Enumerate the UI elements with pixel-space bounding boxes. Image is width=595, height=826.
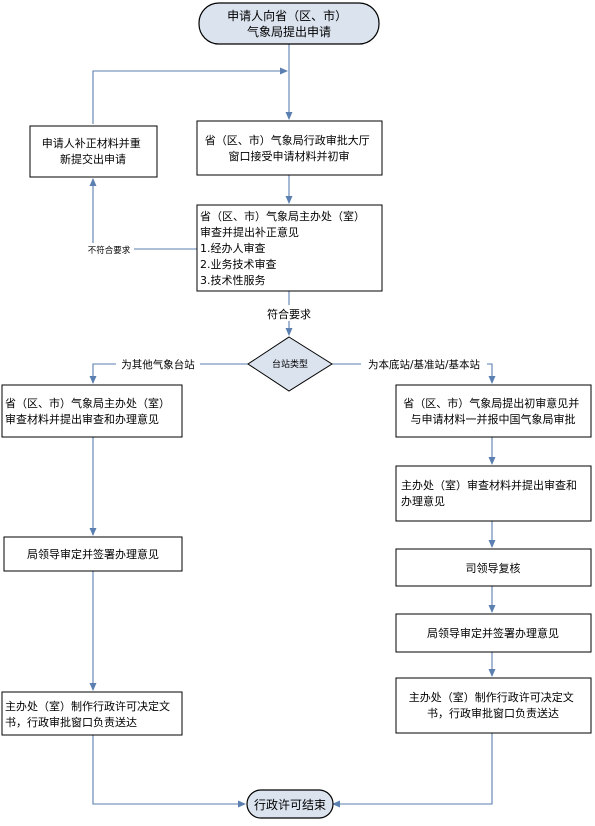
node-left-issue-line-2: 书，行政审批窗口负责送达	[5, 715, 137, 729]
node-accept-line-2: 窗口接受申请材料并初审	[229, 149, 350, 163]
edge-review-to-resubmit	[89, 178, 197, 250]
node-review-line-1: 省（区、市）气象局主办处（室）	[200, 209, 365, 223]
node-resubmit-line-2: 新提交出申请	[60, 152, 126, 166]
node-right-director: 司领导复核	[395, 548, 592, 587]
node-start-line-2: 气象局提出申请	[247, 24, 331, 39]
node-left-issue-text: 主办处（室）制作行政许可决定文 书，行政审批窗口负责送达	[5, 699, 174, 729]
node-review-line-2: 审查并提出补正意见	[200, 225, 299, 239]
node-right-sign-text: 局领导审定并签署办理意见	[427, 626, 559, 640]
node-right-report-line-2: 与申请材料一并报中国气象局审批	[411, 412, 576, 426]
node-review-line-5: 3.技术性服务	[200, 273, 266, 287]
node-right-sign: 局领导审定并签署办理意见	[395, 613, 592, 653]
edge-right-issue-to-end	[332, 733, 493, 808]
node-resubmit: 申请人补正材料并重 新提交出申请	[29, 125, 158, 178]
node-left-issue-line-1: 主办处（室）制作行政许可决定文	[5, 699, 170, 713]
node-right-review-line-1: 主办处（室）审查材料并提出审查和	[401, 478, 577, 492]
node-right-issue-line-1: 主办处（室）制作行政许可决定文	[409, 690, 574, 704]
node-left-sign-text: 局领导审定并签署办理意见	[27, 547, 159, 561]
node-left-review-line-1: 省（区、市）气象局主办处（室）	[5, 396, 170, 410]
node-right-review-line-2: 办理意见	[401, 494, 445, 508]
node-right-review-text: 主办处（室）审查材料并提出审查和 办理意见	[401, 478, 581, 508]
label-compliant: 符合要求	[267, 307, 311, 321]
node-resubmit-text: 申请人补正材料并重 新提交出申请	[42, 136, 145, 166]
node-review-line-4: 2.业务技术审查	[200, 257, 277, 271]
node-start: 申请人向省（区、市） 气象局提出申请	[198, 2, 380, 45]
node-review-text: 省（区、市）气象局主办处（室） 审查并提出补正意见 1.经办人审查 2.业务技术…	[200, 209, 369, 287]
node-station-type-text: 台站类型	[272, 358, 308, 370]
label-other-stations: 为其他气象台站	[121, 358, 195, 371]
node-right-report-line-1: 省（区、市）气象局提出初审意见并	[403, 396, 579, 410]
node-end: 行政许可结束	[246, 789, 334, 819]
node-right-director-text: 司领导复核	[466, 561, 521, 575]
node-right-issue-text: 主办处（室）制作行政许可决定文 书，行政审批窗口负责送达	[409, 690, 578, 720]
node-left-review: 省（区、市）气象局主办处（室） 审查材料并提出审查和办理意见	[1, 384, 183, 438]
node-review: 省（区、市）气象局主办处（室） 审查并提出补正意见 1.经办人审查 2.业务技术…	[196, 204, 383, 292]
node-accept-text: 省（区、市）气象局行政审批大厅 窗口接受申请材料并初审	[205, 133, 374, 163]
edge-resubmit-to-accept	[92, 67, 288, 124]
label-base-stations: 为本底站/基准站/基本站	[368, 358, 481, 371]
node-left-review-text: 省（区、市）气象局主办处（室） 审查材料并提出审查和办理意见	[5, 396, 174, 426]
edge-labels: 不符合要求 符合要求 为其他气象台站 为本底站/基准站/基本站	[84, 243, 487, 371]
node-left-issue: 主办处（室）制作行政许可决定文 书，行政审批窗口负责送达	[1, 691, 183, 736]
node-right-issue-line-2: 书，行政审批窗口负责送达	[427, 706, 559, 720]
node-right-report-text: 省（区、市）气象局提出初审意见并 与申请材料一并报中国气象局审批	[403, 396, 583, 426]
node-resubmit-line-1: 申请人补正材料并重	[42, 136, 141, 150]
node-review-line-3: 1.经办人审查	[200, 241, 266, 255]
node-station-type: 台站类型	[247, 336, 333, 392]
node-left-sign: 局领导审定并签署办理意见	[3, 536, 183, 572]
node-accept: 省（区、市）气象局行政审批大厅 窗口接受申请材料并初审	[196, 120, 383, 176]
node-end-text: 行政许可结束	[254, 798, 326, 812]
node-start-text: 申请人向省（区、市） 气象局提出申请	[227, 8, 351, 39]
node-right-review: 主办处（室）审查材料并提出审查和 办理意见	[395, 465, 592, 522]
node-right-report: 省（区、市）气象局提出初审意见并 与申请材料一并报中国气象局审批	[395, 384, 592, 438]
node-start-line-1: 申请人向省（区、市）	[227, 8, 347, 23]
label-not-compliant: 不符合要求	[88, 245, 131, 256]
node-left-review-line-2: 审查材料并提出审查和办理意见	[5, 412, 159, 426]
edge-left-issue-to-end	[92, 735, 246, 808]
node-right-issue: 主办处（室）制作行政许可决定文 书，行政审批窗口负责送达	[395, 677, 592, 734]
node-accept-line-1: 省（区、市）气象局行政审批大厅	[205, 133, 370, 147]
